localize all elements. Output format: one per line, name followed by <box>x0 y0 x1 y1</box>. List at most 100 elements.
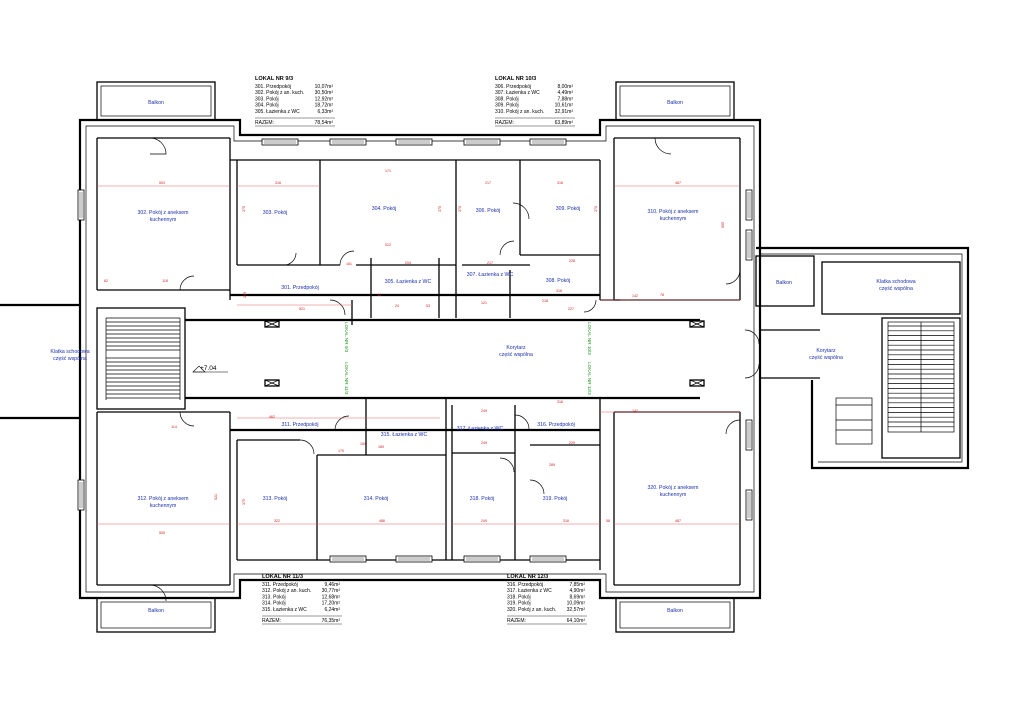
table-total-value: 76,35m² <box>322 618 341 624</box>
svg-text:118: 118 <box>162 279 168 283</box>
svg-text:154: 154 <box>360 442 366 446</box>
unit-markers: LOKAL NR 9/3 LOKAL NR 10/3 LOKAL NR 11/3… <box>344 322 592 395</box>
marker-lokal-10: LOKAL NR 10/3 <box>587 322 592 355</box>
table-total-label: RAZEM: <box>507 618 526 624</box>
table-row-name: 301. Przedpokój <box>255 84 291 90</box>
svg-text:189: 189 <box>378 445 384 449</box>
table-row-area: 30,77m² <box>322 588 341 594</box>
svg-text:316: 316 <box>557 181 563 185</box>
table-row-area: 7,85m² <box>569 582 585 588</box>
svg-text:316: 316 <box>563 519 569 523</box>
marker-lokal-12: LOKAL NR 12/3 <box>587 362 592 395</box>
svg-text:161: 161 <box>346 262 352 266</box>
table-row-name: 311. Przedpokój <box>262 582 298 588</box>
table-row-name: 304. Pokój <box>255 103 279 109</box>
label-balkon-ne: Balkon <box>667 100 683 106</box>
svg-text:555: 555 <box>721 222 725 228</box>
table-total-label: RAZEM: <box>262 618 281 624</box>
svg-text:229: 229 <box>569 441 575 445</box>
table-row-name: 303. Pokój <box>255 96 279 102</box>
table-row-area: 4,49m² <box>557 90 573 96</box>
svg-text:505: 505 <box>159 531 165 535</box>
svg-text:521: 521 <box>299 307 305 311</box>
svg-text:316: 316 <box>275 181 281 185</box>
svg-text:142: 142 <box>632 409 638 413</box>
label-balkon-east: Balkon <box>776 280 792 286</box>
table-row-name: 307. Łazienka z WC <box>495 90 540 96</box>
table-row-area: 10,07m² <box>315 84 334 90</box>
table-row-name: 319. Pokój <box>507 601 531 607</box>
balconies <box>96 81 735 633</box>
table-row-name: 309. Pokój <box>495 103 519 109</box>
table-row-area: 7,88m² <box>557 96 573 102</box>
table-row-area: 12,92m² <box>315 96 334 102</box>
table-row-area: 8,69m² <box>569 594 585 600</box>
table-row-name: 317. Łazienka z WC <box>507 588 552 594</box>
level-marker: +7.04 <box>192 365 228 373</box>
svg-text:486: 486 <box>379 519 385 523</box>
room-labels: Balkon Balkon Balkon Balkon Balkon 302. … <box>50 100 915 614</box>
label-room-305: 305. Łazienka z WC <box>385 279 432 285</box>
doors <box>149 137 760 602</box>
table-row-name: 318. Pokój <box>507 594 531 600</box>
label-room-304: 304. Pokój <box>372 206 397 212</box>
svg-text:289: 289 <box>549 463 555 467</box>
table-row-area: 8,00m² <box>557 84 573 90</box>
windows <box>77 138 753 563</box>
table-row-name: 315. Łazienka z WC <box>262 607 307 613</box>
svg-text:121: 121 <box>481 301 487 305</box>
table-total-value: 63,89m² <box>555 120 574 126</box>
svg-text:487: 487 <box>675 519 681 523</box>
svg-text:58: 58 <box>606 519 610 523</box>
dimension-numbers: 503 118 62 316 375 171 375 512 521 199 1… <box>104 169 725 535</box>
svg-text:199: 199 <box>243 292 247 298</box>
svg-text:217: 217 <box>485 181 491 185</box>
balkon-east-outline <box>755 255 815 307</box>
svg-text:78: 78 <box>660 293 664 297</box>
table-title: LOKAL NR 11/3 <box>262 574 303 580</box>
table-total-label: RAZEM: <box>495 120 514 126</box>
table-total-label: RAZEM: <box>255 120 274 126</box>
dimension-lines <box>97 185 740 525</box>
table-row-name: 320. Pokój z an. kuch. <box>507 607 556 613</box>
label-room-315: 315. Łazienka z WC <box>381 432 428 438</box>
svg-text:62: 62 <box>104 279 108 283</box>
label-room-314: 314. Pokój <box>364 496 389 502</box>
label-room-317: 317. Łazienka z WC <box>457 426 504 432</box>
label-balkon-nw: Balkon <box>148 100 164 106</box>
label-room-308: 308. Pokój <box>546 278 571 284</box>
table-row-name: 308. Pokój <box>495 96 519 102</box>
table-row-area: 6,24m² <box>324 607 340 613</box>
svg-text:142: 142 <box>632 294 638 298</box>
marker-lokal-11: LOKAL NR 11/3 <box>344 362 349 395</box>
table-row-area: 32,57m² <box>567 607 586 613</box>
table-title: LOKAL NR 12/3 <box>507 574 548 580</box>
table-row-area: 32,91m² <box>555 109 574 115</box>
table-row-area: 10,09m² <box>567 601 586 607</box>
table-title: LOKAL NR 9/3 <box>255 76 293 82</box>
svg-text:171: 171 <box>385 169 391 173</box>
svg-text:227: 227 <box>568 307 574 311</box>
label-room-309: 309. Pokój <box>556 206 581 212</box>
svg-text:217: 217 <box>487 261 493 265</box>
table-row-area: 12,68m² <box>322 594 341 600</box>
label-balkon-sw: Balkon <box>148 608 164 614</box>
table-row-name: 316. Przedpokój <box>507 582 543 588</box>
table-row-name: 313. Pokój <box>262 594 286 600</box>
level-value: +7.04 <box>200 365 217 372</box>
label-room-311: 311. Przedpokój <box>281 422 318 428</box>
svg-text:375: 375 <box>242 499 246 505</box>
label-room-301: 301. Przedpokój <box>281 285 319 291</box>
svg-text:370: 370 <box>458 206 462 212</box>
marker-lokal-9: LOKAL NR 9/3 <box>344 322 349 353</box>
svg-text:53: 53 <box>426 304 430 308</box>
svg-text:521: 521 <box>214 494 218 500</box>
